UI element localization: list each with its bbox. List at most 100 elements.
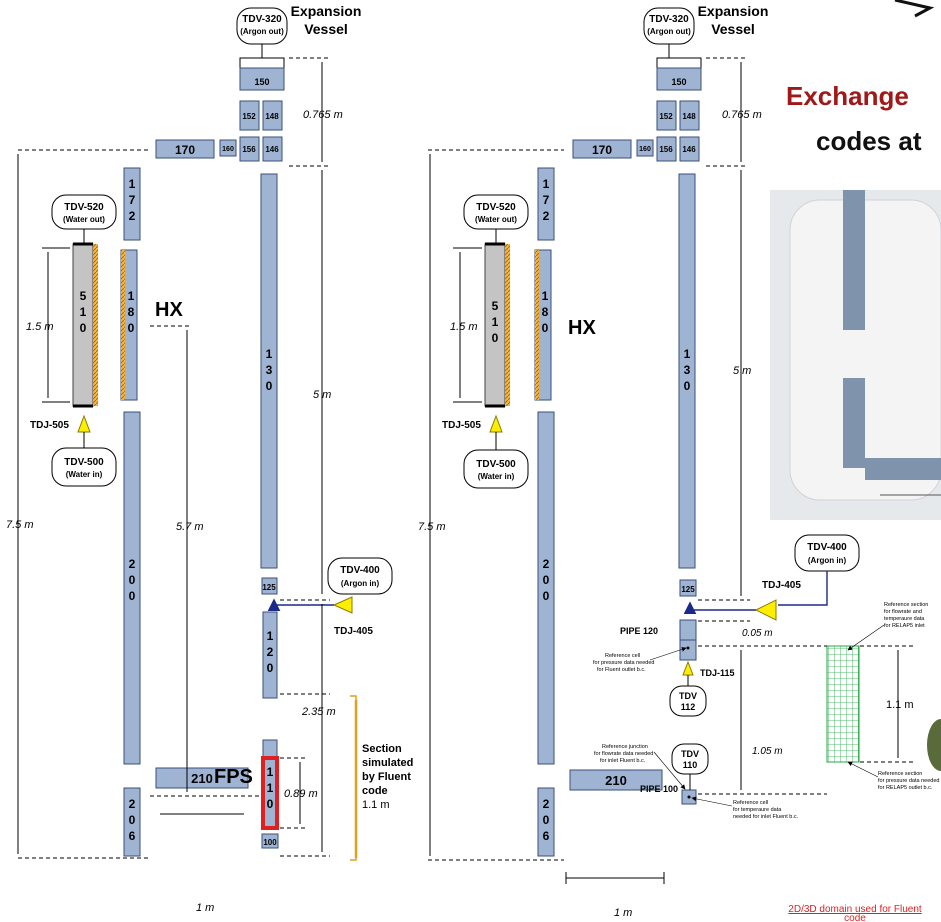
r-pipe-206-d2: 0 bbox=[543, 813, 550, 827]
pipe-120-d1: 1 bbox=[267, 629, 274, 643]
r-tdv500-sub: (Water in) bbox=[478, 472, 515, 481]
r-cell-160: 160 bbox=[639, 146, 651, 153]
r-tdv520-sub: (Water out) bbox=[475, 215, 517, 224]
section-label-5: 1.1 m bbox=[362, 799, 390, 811]
tdj115-label: TDJ-115 bbox=[700, 668, 735, 678]
tdv110-sub: 110 bbox=[683, 760, 698, 770]
left-diagram: TDV-320 (Argon out) Expansion Vessel 150… bbox=[6, 3, 413, 914]
tdv110-label: TDV bbox=[681, 749, 699, 759]
section-label-3: by Fluent bbox=[362, 771, 411, 783]
pipe-172-d2: 7 bbox=[129, 193, 136, 207]
pipe-510-d3: 0 bbox=[80, 321, 87, 335]
r-pipe-206-d3: 6 bbox=[543, 829, 550, 843]
r-expansion-2: Vessel bbox=[711, 21, 755, 37]
domain-caption-1: 2D/3D domain used for Fluent bbox=[788, 904, 922, 915]
r-tdv500-label: TDV-500 bbox=[476, 459, 516, 470]
dim-5: 5 m bbox=[313, 389, 331, 401]
r-tdj505-label: TDJ-505 bbox=[442, 420, 481, 431]
dim-235: 2.35 m bbox=[301, 706, 336, 718]
ref-section-bottom-3: for RELAP5 outlet b.c. bbox=[878, 785, 933, 791]
r-cell-152: 152 bbox=[659, 112, 673, 121]
pipe-130-d3: 0 bbox=[266, 379, 273, 393]
pipe-510-d1: 5 bbox=[80, 289, 87, 303]
pipe-206-d1: 2 bbox=[129, 797, 136, 811]
pipe-510-d2: 1 bbox=[80, 305, 87, 319]
tdv400-label: TDV-400 bbox=[340, 565, 380, 576]
tdj505-label: TDJ-505 bbox=[30, 420, 69, 431]
r-tdv400-label: TDV-400 bbox=[807, 542, 847, 553]
r-dim-1: 1 m bbox=[614, 907, 632, 919]
pipe-120-label: PIPE 120 bbox=[620, 626, 658, 636]
dim-57: 5.7 m bbox=[176, 521, 204, 533]
slide-title-line2: codes at bbox=[816, 126, 922, 156]
domain-caption-2: code bbox=[844, 913, 866, 922]
r-pipe-172-d3: 2 bbox=[543, 209, 550, 223]
r-dim-005: 0.05 m bbox=[742, 628, 773, 639]
cell-100: 100 bbox=[263, 838, 277, 847]
pipe-130-d2: 3 bbox=[266, 363, 273, 377]
pipe-120-d3: 0 bbox=[267, 661, 274, 675]
expansion-label-1: Expansion bbox=[291, 3, 362, 19]
dim-1: 1 m bbox=[196, 902, 214, 914]
r-pipe-172-d2: 7 bbox=[543, 193, 550, 207]
expansion-label-2: Vessel bbox=[304, 21, 348, 37]
pipe-110-d3: 0 bbox=[267, 797, 274, 811]
r-pipe-200-d1: 2 bbox=[543, 557, 550, 571]
ref-cell-temp-2: for temperaure data bbox=[733, 807, 782, 813]
pipe-180-d3: 0 bbox=[128, 321, 135, 335]
pipe-180-d1: 1 bbox=[128, 289, 135, 303]
tdv500-sub: (Water in) bbox=[66, 470, 103, 479]
hx-label: HX bbox=[155, 299, 183, 321]
r-pipe-180-d3: 0 bbox=[542, 321, 549, 335]
ref-cell-pressure-1: Reference cell bbox=[605, 653, 640, 659]
pipe-200-d3: 0 bbox=[129, 589, 136, 603]
pipe-120-d2: 2 bbox=[267, 645, 274, 659]
r-pipe-180-d1: 1 bbox=[542, 289, 549, 303]
ref-section-top-1: Reference section bbox=[884, 602, 928, 608]
tdv520-sub: (Water out) bbox=[63, 215, 105, 224]
dim-75: 7.5 m bbox=[6, 519, 34, 531]
r-pipe-206-d1: 2 bbox=[543, 797, 550, 811]
cell-146: 146 bbox=[265, 145, 279, 154]
slide-title-line1: Exchange bbox=[786, 81, 909, 111]
r-pipe-180-d2: 8 bbox=[542, 305, 549, 319]
r-pipe-510-d1: 5 bbox=[492, 299, 499, 313]
cell-156: 156 bbox=[242, 145, 256, 154]
r-expansion-1: Expansion bbox=[698, 3, 769, 19]
pipe-100-label: PIPE 100 bbox=[640, 784, 678, 794]
pipe-172-d3: 2 bbox=[129, 209, 136, 223]
pipe-170: 170 bbox=[175, 143, 195, 157]
r-cell-156: 156 bbox=[659, 145, 673, 154]
ref-section-top-3: temperaure data bbox=[884, 616, 925, 622]
r-tdv400-sub: (Argon in) bbox=[808, 556, 847, 565]
cell-125: 125 bbox=[262, 583, 276, 592]
r-cell-150: 150 bbox=[671, 77, 686, 87]
r-hx-label: HX bbox=[568, 317, 596, 339]
tdv400-sub: (Argon in) bbox=[341, 579, 380, 588]
pipe-206-d3: 6 bbox=[129, 829, 136, 843]
ref-section-bottom-2: for pressure data needed bbox=[878, 778, 939, 784]
r-cell-148: 148 bbox=[682, 112, 696, 121]
ref-cell-pressure-2: for pressure data needed bbox=[593, 660, 654, 666]
ref-junction-3: for inlet Fluent b.c. bbox=[600, 758, 646, 764]
dim-15: 1.5 m bbox=[26, 321, 54, 333]
r-pipe-130-d1: 1 bbox=[684, 347, 691, 361]
tdv500-label: TDV-500 bbox=[64, 457, 104, 468]
r-dim-75: 7.5 m bbox=[418, 521, 446, 533]
r-pipe-200-d3: 0 bbox=[543, 589, 550, 603]
cell-148: 148 bbox=[265, 112, 279, 121]
r-dim-105: 1.05 m bbox=[752, 746, 783, 757]
background-slide-image bbox=[770, 0, 941, 771]
fps-label: FPS bbox=[214, 766, 253, 788]
r-dim-0765: 0.765 m bbox=[722, 109, 762, 121]
ref-cell-temp-3: needed for inlet Fluent b.c. bbox=[733, 814, 799, 820]
pipe-200-d2: 0 bbox=[129, 573, 136, 587]
ref-section-top-2: for flowrate and bbox=[884, 609, 922, 615]
r-pipe-130-d3: 0 bbox=[684, 379, 691, 393]
r-dim-15: 1.5 m bbox=[450, 321, 478, 333]
cell-152: 152 bbox=[242, 112, 256, 121]
dim-089: 0.89 m bbox=[284, 788, 318, 800]
tdj405-label: TDJ-405 bbox=[334, 626, 373, 637]
r-pipe-200-d2: 0 bbox=[543, 573, 550, 587]
pipe-180-d2: 8 bbox=[128, 305, 135, 319]
